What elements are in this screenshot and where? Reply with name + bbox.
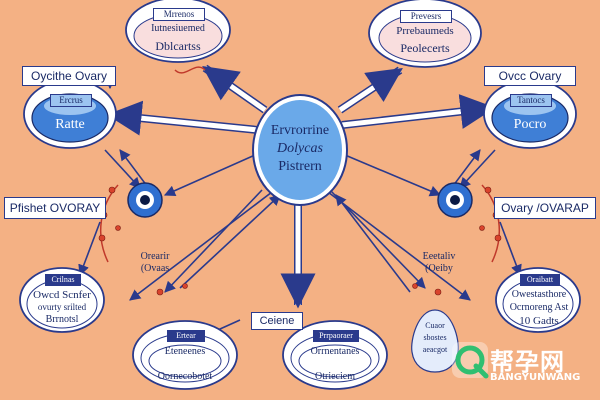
bottom-center-right-label-1: Orrnentanes xyxy=(310,346,360,357)
bottom-left-label-3: Brrnotsl xyxy=(45,314,79,325)
left-oval-label: Ratte xyxy=(55,117,85,132)
center-line-1: Ervrorrine xyxy=(270,123,330,138)
left-eye-icon xyxy=(127,182,163,218)
bottom-center-right-label-2: Otrieciem xyxy=(315,371,355,382)
bottom-center-right-tag: Prrpaoraer xyxy=(313,330,359,342)
right-small-label-1: Eeetaliv xyxy=(422,251,456,262)
center-line-3: Pistrern xyxy=(278,159,322,174)
bottom-right-label-3: 10 Gadts xyxy=(519,315,559,327)
top-right-tag: Prevesrs xyxy=(400,10,452,23)
center-oval xyxy=(252,94,348,206)
right-oval-label: Pocro xyxy=(513,117,547,132)
bottom-right-label-1: Owestasthore xyxy=(511,289,567,300)
right-small-label-2: (Oeiby xyxy=(425,263,453,274)
top-left-tag: Mrrenos xyxy=(153,8,205,21)
arrow-center-to-right-oval xyxy=(341,94,496,129)
right-eye-icon xyxy=(437,182,473,218)
center-line-2: Dolycas xyxy=(277,141,323,156)
bottom-center-box: Ceiene xyxy=(251,312,303,330)
top-left-label-1: Iutnesiuemed xyxy=(151,23,205,34)
top-right-label-1: Prrebaumeds xyxy=(396,25,454,37)
egg-shape xyxy=(411,309,459,373)
watermark-cn: 帮孕网 xyxy=(490,348,565,376)
left-mid-box: Pfishet OVORAY xyxy=(4,197,106,219)
arrow-center-to-left-oval xyxy=(106,100,259,136)
left-oval xyxy=(23,79,117,149)
bottom-right-label-2: Ocrnoreng Ast xyxy=(509,302,569,313)
bottom-right-tag: Oraibatt xyxy=(520,274,560,286)
bottom-center-left-label-2: Oornecobotet xyxy=(157,371,213,382)
watermark-logo-icon xyxy=(452,342,489,379)
right-oval-tag: Tantocs xyxy=(510,94,552,107)
thin-connectors xyxy=(78,75,536,347)
bottom-left-label-1: Owcd Scnfer xyxy=(33,289,91,301)
bottom-left-tag: Crilnas xyxy=(45,274,81,286)
right-oval xyxy=(483,79,577,149)
top-right-label-2: Peolecerts xyxy=(400,41,450,55)
arrow-center-to-top-left xyxy=(202,64,268,114)
watermark-en: BANGYUNWANG xyxy=(490,372,581,383)
egg-label-3: aeacgot xyxy=(422,345,448,354)
bottom-center-left-tag: Ertear xyxy=(167,330,205,342)
bottom-center-left-label-1: Eteneenes xyxy=(164,346,206,357)
arrow-center-to-top-right xyxy=(337,66,403,114)
top-right-oval xyxy=(368,0,482,68)
left-small-label-1: Orearir xyxy=(140,251,170,262)
egg-label-1: Cuaor xyxy=(425,321,445,330)
watermark: 帮孕网 BANGYUNWANG xyxy=(442,338,592,390)
left-title-box: Oycithe Ovary xyxy=(22,66,116,86)
right-mid-box: Ovary /OVARAP xyxy=(494,197,596,219)
left-small-label-2: (Ovaas xyxy=(140,263,170,274)
right-title-box: Ovcc Ovary xyxy=(484,66,576,86)
bottom-left-label-2: ovurty srilted xyxy=(37,302,87,312)
top-left-label-2: Dblcartss xyxy=(155,39,201,53)
left-oval-tag: Ercrus xyxy=(50,94,92,107)
egg-label-2: sbostes xyxy=(423,333,447,342)
